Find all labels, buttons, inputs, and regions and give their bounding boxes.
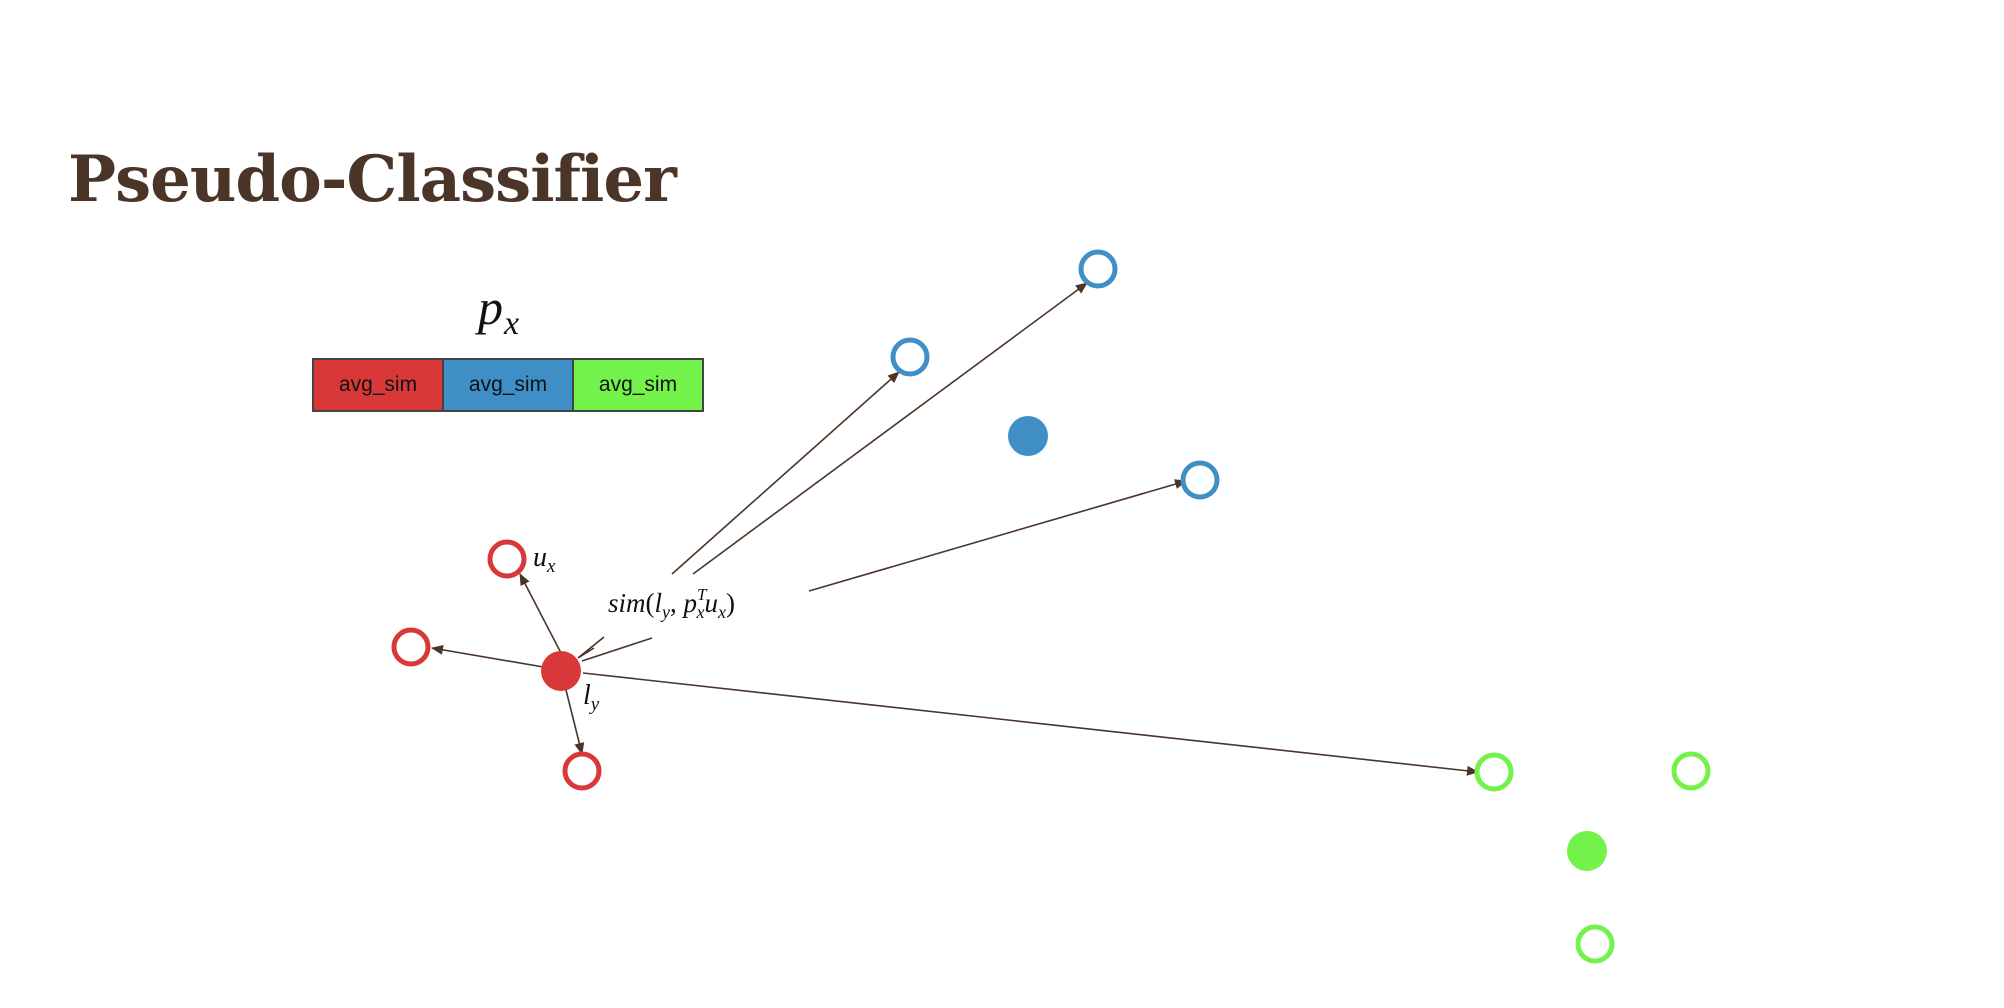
vector-label-subscript: x (504, 305, 520, 342)
red-labeled-node (541, 651, 581, 691)
green-sample-right (1671, 751, 1711, 791)
green-center-node (1567, 831, 1607, 871)
red-sample-bottom (562, 751, 602, 791)
ux-label: ux (533, 542, 556, 577)
ly-label: ly (583, 680, 600, 715)
vector-label-name: p (478, 279, 503, 335)
arrow-to-green (582, 672, 1479, 776)
green-sample-left (1474, 752, 1514, 792)
blue-center-node (1008, 416, 1048, 456)
arrow-to-blue-far (692, 282, 1088, 575)
prediction-vector: avg_sim avg_sim avg_sim (312, 358, 704, 412)
arrow-to-red-bottom (565, 689, 585, 755)
vector-cell-red: avg_sim (314, 360, 442, 410)
slide-title: Pseudo-Classifier (68, 142, 677, 217)
arrow-to-red-left (431, 644, 562, 671)
blue-sample-far (1078, 249, 1118, 289)
arrow-to-ux (519, 573, 562, 654)
arrow-sim-head (577, 636, 605, 659)
red-sample-ux (487, 539, 527, 579)
arrow-to-blue-near (671, 371, 900, 575)
blue-sample-right (1180, 460, 1220, 500)
arrow-sim-pointer (581, 637, 653, 662)
vector-label: px (478, 282, 519, 341)
vector-cell-green: avg_sim (572, 360, 702, 410)
arrow-to-blue-right (808, 479, 1187, 592)
green-sample-bottom (1575, 924, 1615, 964)
blue-sample-near (890, 337, 930, 377)
red-sample-left (391, 627, 431, 667)
vector-cell-blue: avg_sim (442, 360, 572, 410)
